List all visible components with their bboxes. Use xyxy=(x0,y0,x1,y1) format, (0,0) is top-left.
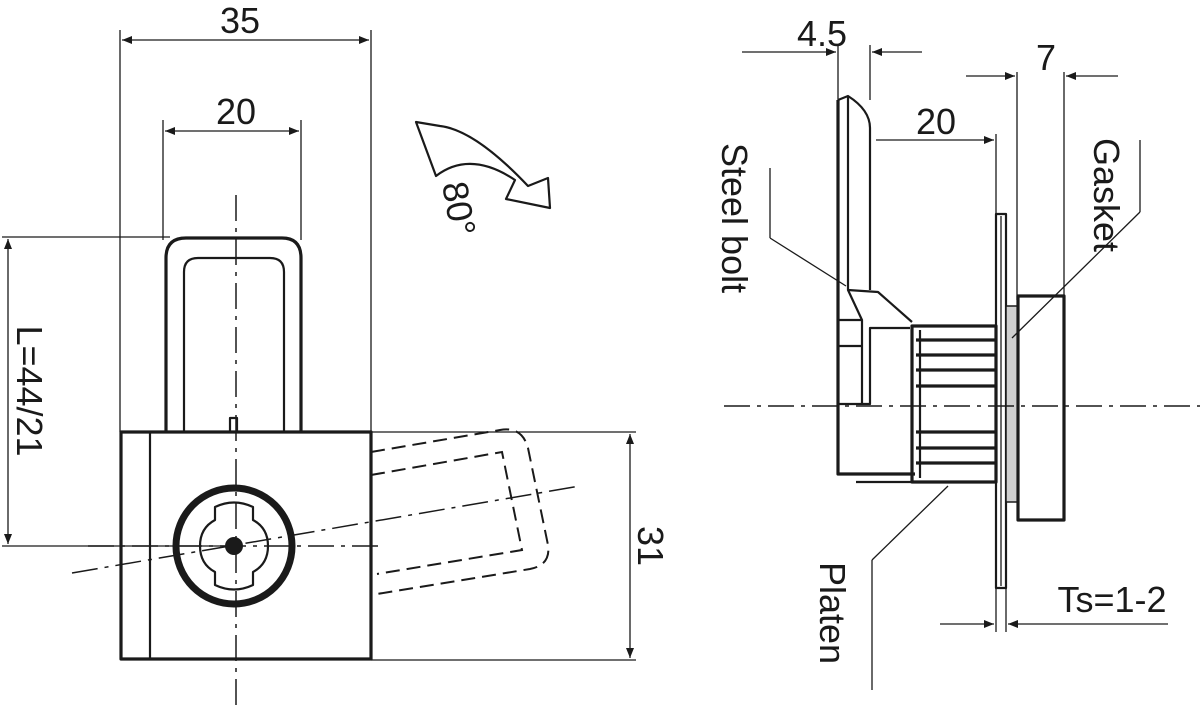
rotation-arrow: 80° xyxy=(414,120,552,239)
dimension-31-text: 31 xyxy=(630,526,671,566)
dimension-4-5-text: 4.5 xyxy=(797,13,847,54)
center-line-rotated xyxy=(71,485,581,574)
lock-cylinder xyxy=(172,484,296,608)
front-cap xyxy=(1016,294,1066,522)
dimension-20-bolt: 20 xyxy=(162,91,302,240)
dimension-31: 31 xyxy=(371,431,671,661)
dimension-7-text: 7 xyxy=(1036,37,1056,78)
gasket xyxy=(1005,305,1019,503)
dimension-35-text: 35 xyxy=(220,0,260,41)
dimension-7: 7 xyxy=(966,37,1118,300)
dimension-ts-text: Ts=1-2 xyxy=(1057,579,1166,620)
label-platen-text: Platen xyxy=(812,562,853,664)
dimension-35: 35 xyxy=(119,0,372,432)
cylinder-body-side xyxy=(910,324,998,484)
bolt-rotated-position xyxy=(370,428,550,595)
dimension-ts: Ts=1-2 xyxy=(940,579,1168,632)
front-view: 35 20 L=44/21 31 xyxy=(2,0,671,708)
cylinder-center-dot xyxy=(225,537,243,555)
dimension-length-text: L=44/21 xyxy=(9,325,50,456)
label-steel-bolt-text: Steel bolt xyxy=(714,143,755,293)
dimension-20-offset-text: 20 xyxy=(916,101,956,142)
label-gasket-text: Gasket xyxy=(1086,138,1127,252)
steel-bolt-side xyxy=(836,94,915,484)
label-steel-bolt: Steel bolt xyxy=(714,143,847,293)
label-gasket: Gasket xyxy=(1011,138,1141,339)
bolt-upper-position xyxy=(164,236,303,434)
rotation-angle-text: 80° xyxy=(434,178,484,239)
dimension-4-5: 4.5 xyxy=(742,13,922,100)
dimension-length: L=44/21 xyxy=(2,236,235,547)
side-view: 4.5 7 20 xyxy=(714,13,1200,690)
dimension-20-offset: 20 xyxy=(876,101,997,215)
label-platen: Platen xyxy=(812,485,949,690)
dimension-20-bolt-text: 20 xyxy=(216,91,256,132)
